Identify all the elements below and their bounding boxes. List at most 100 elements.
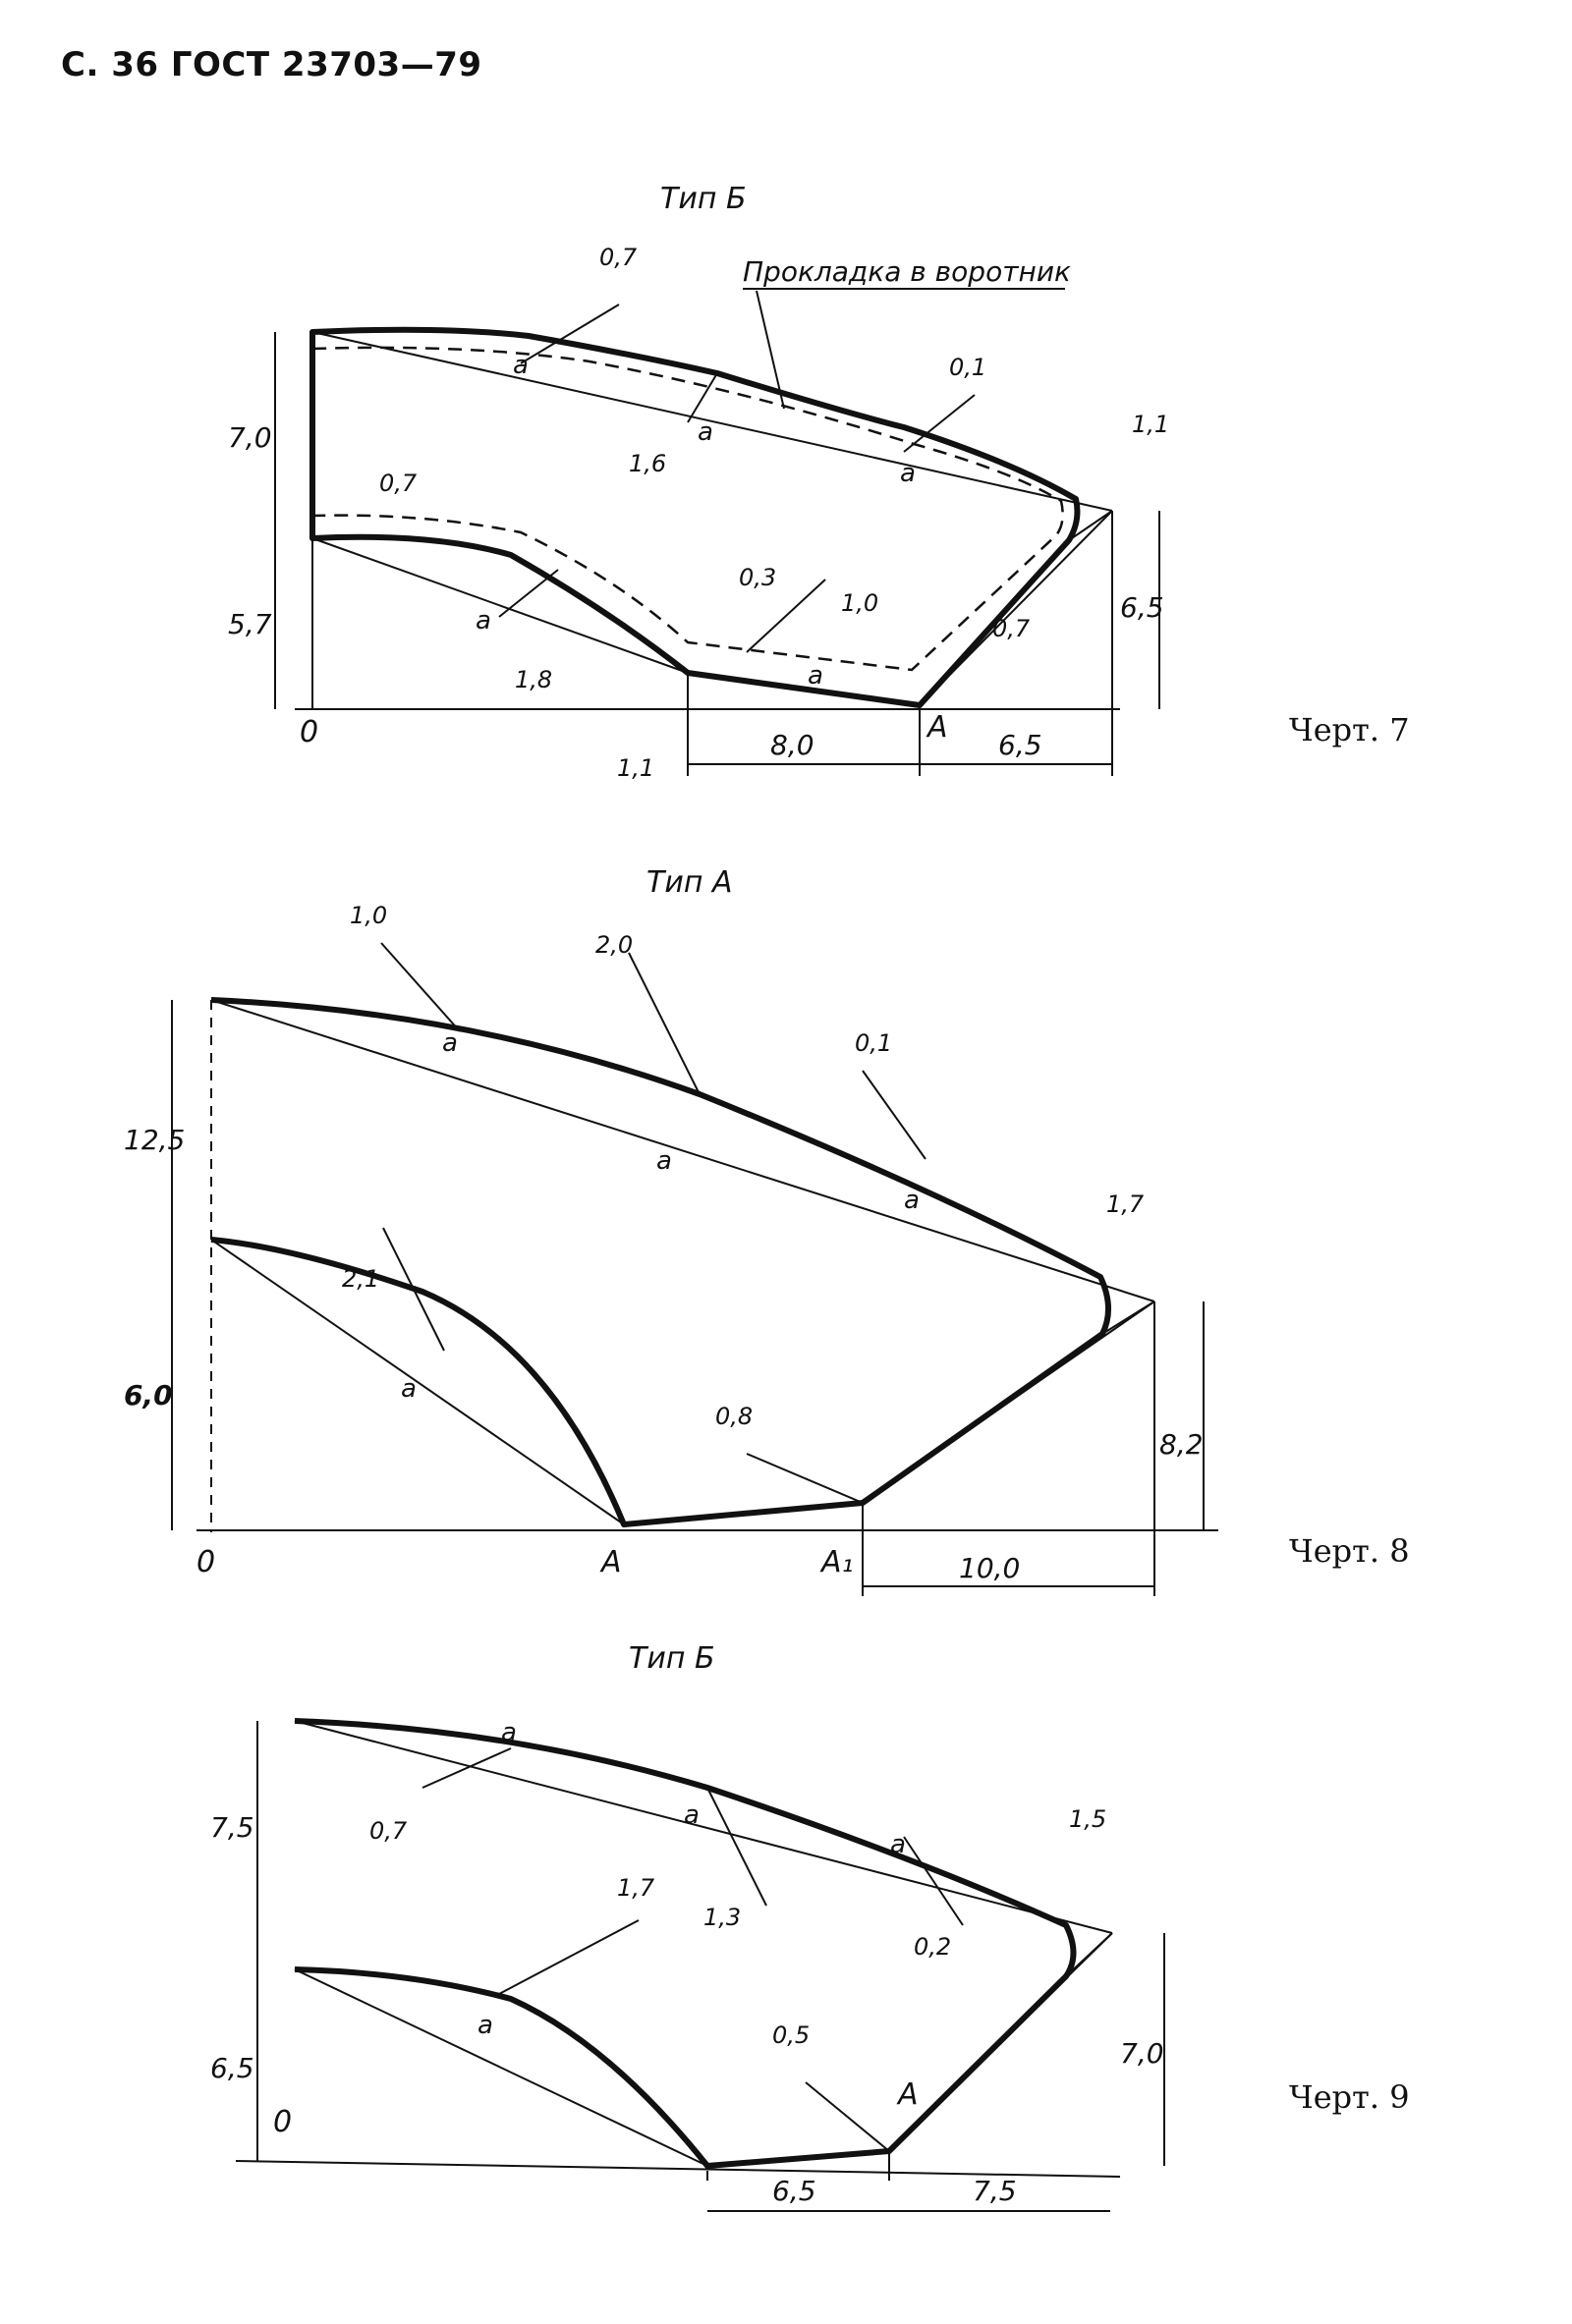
fig9-dev-corner-label: 1,5 [1069, 1805, 1106, 1833]
fig7-dev-1 [520, 304, 620, 364]
fig8-dev-3-label: 0,1 [855, 1029, 892, 1057]
fig7-chord-low [311, 537, 689, 674]
fig7-dev-3-label: 0,1 [949, 354, 986, 381]
fig7-dev-8-label: 1,1 [617, 754, 654, 782]
fig8-mark-a1: а [442, 1028, 458, 1058]
fig7-outline [309, 326, 1081, 708]
fig9-dim-left-top-label: 7,5 [210, 1811, 254, 1844]
fig7-mark-a3: а [900, 459, 916, 488]
fig8-dev-4 [382, 1227, 445, 1352]
fig7-dim-bottom-mid-label: 8,0 [770, 729, 814, 761]
page-header: С. 36 ГОСТ 23703—79 [61, 45, 482, 84]
fig7-dim-left-top-label: 7,0 [228, 421, 272, 454]
fig8-type-label: Тип А [646, 865, 733, 900]
fig8-dim-left-top-label: 12,5 [124, 1124, 185, 1156]
fig7-dim-left-bottom-label: 5,7 [228, 608, 272, 640]
fig8-dev-1 [380, 942, 461, 1032]
fig8-chord-top [210, 999, 1155, 1302]
fig9-mark-a4: а [477, 2011, 493, 2040]
fig8-dev-2 [628, 952, 701, 1095]
fig9-outline [294, 1718, 1077, 2169]
fig9-dim-bottom-mid [707, 2210, 889, 2212]
fig8-point-origin: 0 [196, 1545, 215, 1579]
fig9-dim-bottom-right-label: 7,5 [973, 2175, 1017, 2207]
fig9-dev-5-label: 0,5 [772, 2021, 810, 2049]
fig7-mark-a4: а [476, 606, 491, 636]
fig8-dev-5-label: 0,8 [715, 1403, 753, 1430]
fig7-dev-3 [903, 394, 976, 453]
fig7-dev-6-label: 0,3 [739, 564, 776, 591]
fig9-dev-2-label: 1,3 [703, 1904, 741, 1931]
fig9-dev-3-label: 0,2 [914, 1933, 951, 1961]
fig7-mark-a1: а [513, 351, 529, 380]
fig9-dim-left-bottom-label: 6,5 [210, 2052, 254, 2084]
fig7-front-chord [919, 510, 1113, 706]
fig8-dev-corner-label: 1,7 [1106, 1190, 1145, 1218]
fig7-dev-1-label: 0,7 [599, 244, 638, 271]
fig7-dev-7-label: 1,0 [841, 589, 878, 617]
fig7-dev-4-label: 0,7 [379, 470, 418, 497]
fig8-dev-2-label: 2,0 [595, 931, 633, 959]
fig7-dim-bottom-right-label: 6,5 [998, 729, 1042, 761]
fig7-dev-2 [687, 372, 718, 423]
fig9-point-a: А [896, 2077, 919, 2112]
fig9-mark-a2: а [684, 1800, 700, 1830]
fig7-corner-chord [1068, 510, 1113, 541]
fig7-dev-5 [746, 579, 826, 653]
fig9-dev-4-label: 1,7 [617, 1874, 655, 1902]
fig9-point-origin: 0 [273, 2105, 292, 2139]
fig8-mark-a4: а [401, 1374, 417, 1404]
fig8-dim-left-bottom-label: 6,0 [124, 1379, 173, 1411]
fig9-chord-low [294, 1968, 708, 2167]
fig7-dev-9-label: 0,7 [992, 615, 1031, 642]
fig8-caption: Черт. 8 [1289, 1532, 1410, 1570]
fig8-chord-low [210, 1239, 625, 1525]
fig7-note-label: Прокладка в воротник [743, 255, 1071, 288]
fig9-dim-bottom-right [889, 2210, 1110, 2212]
fig8-dev-3 [862, 1070, 926, 1160]
fig9-mark-a1: а [501, 1718, 517, 1747]
fig7-type-label: Тип Б [660, 182, 747, 216]
pattern-drawing-fig7: Тип Б Прокладка в воротник 7,0 5,7 6,5 8… [228, 182, 1169, 782]
fig7-dev-corner-label: 1,1 [1132, 411, 1169, 438]
fig9-front-chord [888, 1932, 1113, 2152]
fig7-mark-a5: а [808, 661, 823, 691]
fig9-dev-2 [706, 1787, 767, 1907]
fig9-caption: Черт. 9 [1289, 2078, 1410, 2116]
fig7-chord-top [311, 331, 1113, 512]
fig9-baseline [235, 2160, 1121, 2178]
fig9-mark-a3: а [890, 1830, 906, 1859]
fig9-type-label: Тип Б [629, 1641, 715, 1676]
fig9-dim-bottom-mid-label: 6,5 [772, 2175, 816, 2207]
fig8-dev-4-label: 2,1 [342, 1265, 379, 1293]
fig9-dim-right-label: 7,0 [1120, 2037, 1164, 2070]
fig7-interlining-line [311, 346, 1064, 672]
fig7-mark-a2: а [698, 417, 713, 447]
fig9-dev-5 [805, 2081, 890, 2152]
fig8-dim-bottom-right-label: 10,0 [959, 1552, 1020, 1584]
fig8-front-chord [862, 1300, 1155, 1504]
fig7-dev-4 [498, 569, 559, 618]
fig8-dev-5 [746, 1453, 864, 1504]
fig9-bottom-dims: 6,5 7,5 [707, 2175, 1110, 2224]
fig8-point-a1: А₁ [819, 1545, 854, 1579]
fig7-dev-2-label: 1,6 [629, 450, 666, 477]
fig8-mark-a2: а [656, 1146, 672, 1176]
fig8-mark-a3: а [904, 1186, 920, 1215]
fig7-point-origin: 0 [300, 715, 318, 749]
fig9-chord-top [294, 1720, 1113, 1934]
fig7-dev-5-label: 1,8 [515, 666, 552, 693]
fig7-point-a: А [926, 710, 948, 745]
fig9-dev-3 [903, 1836, 964, 1926]
fig7-caption: Черт. 7 [1289, 711, 1410, 748]
fig8-outline [210, 997, 1111, 1527]
fig8-dev-1-label: 1,0 [350, 902, 387, 929]
fig8-dim-right-label: 8,2 [1159, 1428, 1204, 1461]
fig8-corner-chord [1101, 1300, 1155, 1335]
fig8-point-a: А [599, 1545, 622, 1579]
fig7-dim-right-label: 6,5 [1120, 591, 1164, 624]
fig9-corner-chord [1065, 1932, 1113, 1977]
pattern-drawing-fig9: Тип Б 7,5 6,5 7,0 0,7 1,3 0,2 1,5 1,7 0,… [210, 1641, 1165, 2181]
fig9-dev-4 [498, 1919, 640, 1995]
pattern-drawing-fig8: Тип А 12,5 6,0 8,2 10,0 1,0 2,0 0,1 1,7 … [124, 865, 1218, 1596]
